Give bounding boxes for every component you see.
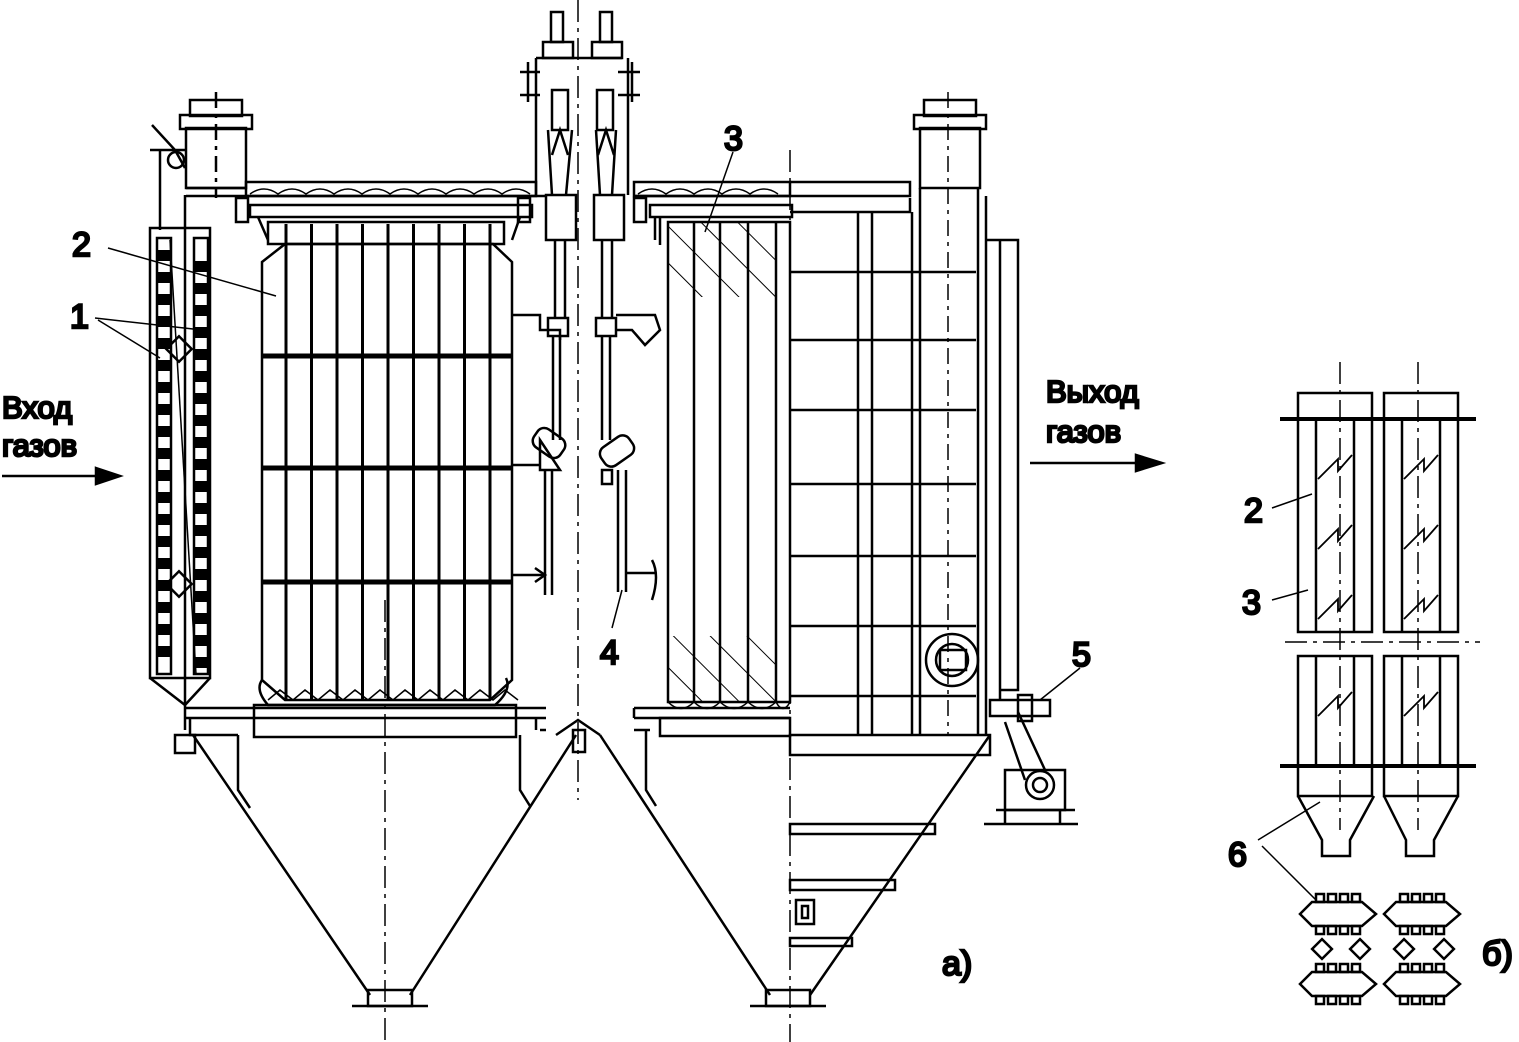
part-a-label: а) [942,945,972,983]
collecting-electrodes [666,220,792,710]
outlet-label-line2: газов [1046,414,1121,449]
detail-callout-3: 3 [1242,584,1261,622]
inlet-label-line2: газов [2,428,77,463]
center-insulator-assembly [520,0,662,800]
right-section [598,92,1078,1042]
part-b-label: б) [1482,935,1513,973]
callout-4: 4 [600,634,619,672]
left-section [148,92,578,1042]
outlet-label-line1: Выход [1046,374,1139,409]
gas-distribution-grid [148,226,212,707]
callout-1: 1 [70,298,89,336]
callout-5: 5 [1072,636,1091,674]
left-top-drive-column [178,92,254,198]
outlet-flow-arrow [1030,453,1167,473]
inlet-flow-arrow [2,466,124,486]
detail-callout-2: 2 [1244,492,1263,530]
callout-3: 3 [724,120,743,158]
detail-b [1257,362,1480,1006]
electrode-frame [258,220,519,707]
inlet-label-line1: Вход [2,390,72,425]
rapping-drive [984,693,1078,826]
detail-callout-6: 6 [1228,836,1247,874]
callout-2: 2 [72,226,91,264]
